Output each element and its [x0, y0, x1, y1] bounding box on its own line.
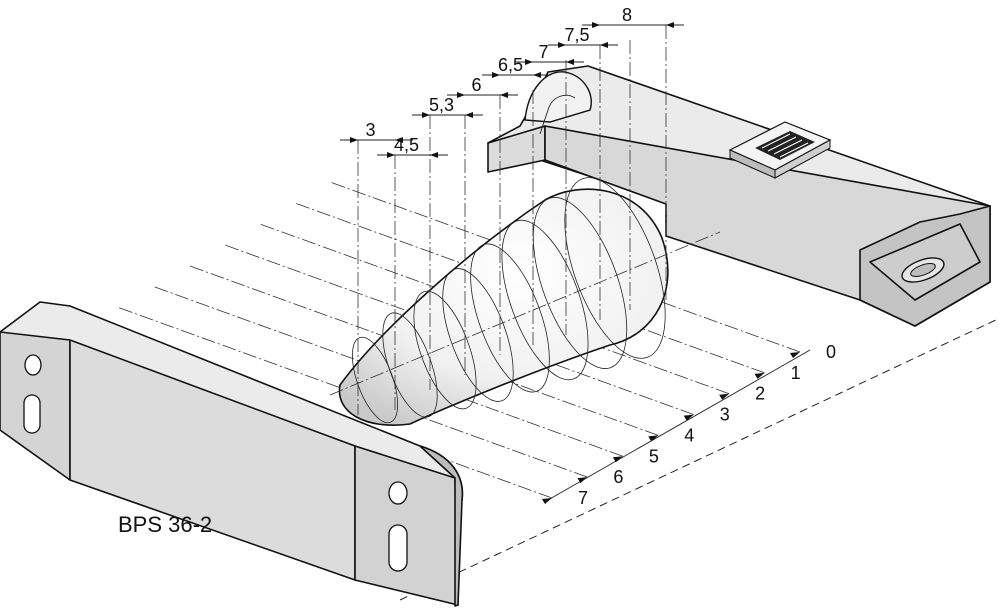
light-beam-cone — [329, 177, 721, 426]
distance-label: 3 — [720, 405, 730, 425]
dimension-arrow — [395, 137, 403, 143]
scale-arrow — [683, 414, 694, 421]
mount-slot-icon — [23, 394, 41, 434]
spot-width-label: 3 — [365, 120, 375, 140]
beam-cross-section — [352, 336, 398, 424]
spot-width-label: 5,3 — [429, 95, 454, 115]
scale-arrow — [719, 393, 730, 400]
distance-label: 4 — [684, 425, 694, 445]
spot-width-label: 8 — [622, 5, 632, 25]
scale-arrow — [754, 372, 765, 379]
sensor-head-back — [487, 65, 991, 327]
scale-arrow — [790, 352, 800, 358]
dimension-arrow — [457, 92, 465, 98]
spot-width-dimensions: 3 4,5 5,3 6 6,5 7 7,5 8 — [340, 5, 684, 415]
distance-scale: 0 1 2 3 4 5 6 7 — [542, 342, 836, 508]
spot-width-label: 6 — [471, 75, 481, 95]
dimension-arrow — [465, 112, 473, 118]
spot-width-label: 7 — [538, 42, 548, 62]
model-label: BPS 36-2 — [118, 512, 212, 537]
beam-cross-section — [532, 197, 628, 369]
distance-label: 1 — [791, 363, 801, 383]
scale-arrow — [542, 498, 552, 504]
distance-label: 6 — [613, 467, 623, 487]
sensor-head-front — [0, 301, 464, 607]
distance-label: 7 — [578, 488, 588, 508]
distance-label: 0 — [826, 342, 836, 362]
mount-hole-icon — [388, 481, 408, 505]
dimension-arrow — [500, 92, 508, 98]
spot-width-label: 4,5 — [394, 135, 419, 155]
dimension-arrow — [666, 22, 674, 28]
dimension-arrow — [566, 59, 574, 65]
mount-hole-icon — [24, 354, 42, 376]
scale-arrow — [612, 456, 623, 463]
dimension-arrow — [525, 59, 533, 65]
dimension-arrow — [387, 152, 395, 158]
scale-arrow — [577, 477, 588, 484]
beam-cross-section — [564, 177, 666, 359]
dimension-arrow — [430, 152, 438, 158]
dimension-arrow — [592, 22, 600, 28]
spot-width-label: 7,5 — [564, 25, 589, 45]
distance-label: 2 — [755, 384, 765, 404]
dimension-arrow — [422, 112, 430, 118]
spot-width-label: 6,5 — [498, 55, 523, 75]
dimension-arrow — [492, 72, 500, 78]
connector-icon — [728, 121, 832, 179]
beam-cross-section — [442, 268, 514, 402]
distance-label: 5 — [649, 446, 659, 466]
beam-cross-section — [501, 219, 589, 381]
scale-arrow — [648, 435, 659, 442]
mount-slot-icon — [388, 524, 408, 572]
dimension-arrow — [558, 42, 566, 48]
dimension-arrow — [533, 72, 541, 78]
dimension-arrow — [600, 42, 608, 48]
dimension-arrow — [350, 137, 358, 143]
beam-cross-section — [413, 290, 477, 410]
